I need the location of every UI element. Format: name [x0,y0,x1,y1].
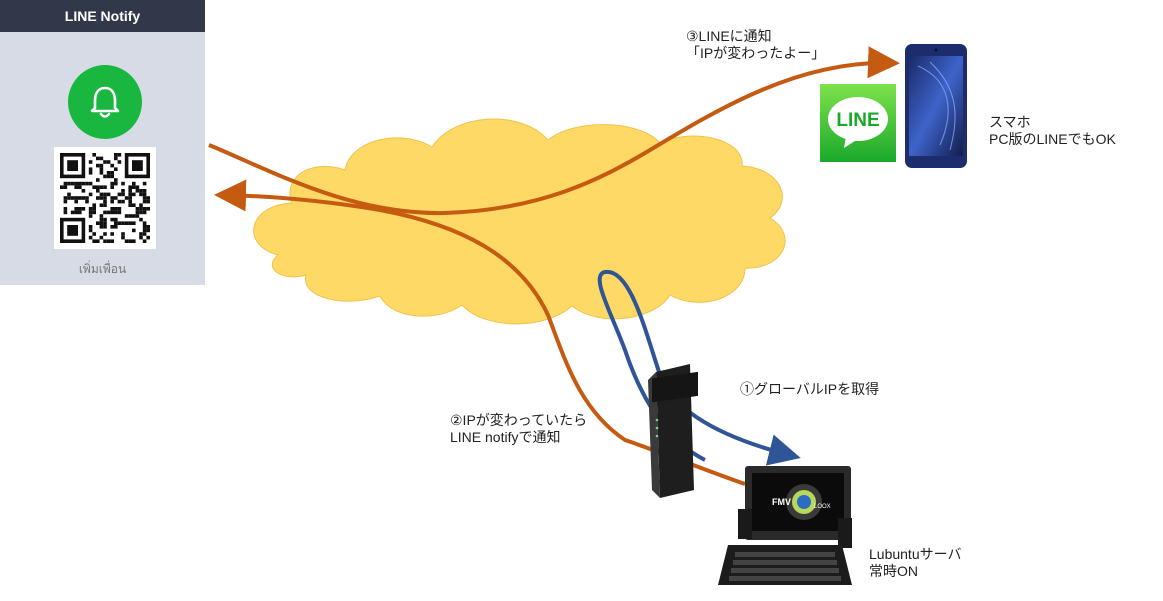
add-friend-label: เพิ่มเพื่อน [78,262,127,276]
phone-note: PC版のLINEでもOK [989,131,1116,147]
line-logo-text: LINE [836,110,879,131]
laptop-model-text: LOOX [814,504,831,510]
arrow-step1-get-global-ip [597,269,801,466]
phone-title: スマホ [989,114,1031,130]
server-label: Lubuntuサーバ 常時ON [869,546,961,580]
step3-title: ③LINEに通知 [686,28,772,44]
step3-label: ③LINEに通知 「IPが変わったよー」 [686,28,825,62]
arrow-step2-router-to-line-notify [214,179,746,486]
step2-label: ②IPが変わっていたら LINE notifyで通知 [450,412,587,446]
line-app-logo: LINE [820,84,896,162]
step1-label: ①グローバルIPを取得 [740,381,880,397]
internet-cloud [253,118,786,325]
line-notify-title: LINE Notify [0,0,205,32]
step2-title: ②IPが変わっていたら [450,412,588,428]
phone-label: スマホ PC版のLINEでもOK [989,114,1116,148]
arrow-step3-line-notify-to-phone [208,46,900,216]
qr-code [54,147,156,249]
router [648,364,698,498]
bell-icon [68,65,142,139]
server-title: Lubuntuサーバ [869,546,962,562]
server-note: 常時ON [869,563,918,579]
laptop-brand-text: FMV [772,497,791,507]
smartphone [905,44,967,168]
step2-note: LINE notifyで通知 [450,429,561,445]
laptop-server: FMV LOOX [718,466,852,585]
line-notify-panel: LINE Notify เพิ่มเพื่อน [0,0,205,285]
step3-message: 「IPが変わったよー」 [686,45,826,61]
